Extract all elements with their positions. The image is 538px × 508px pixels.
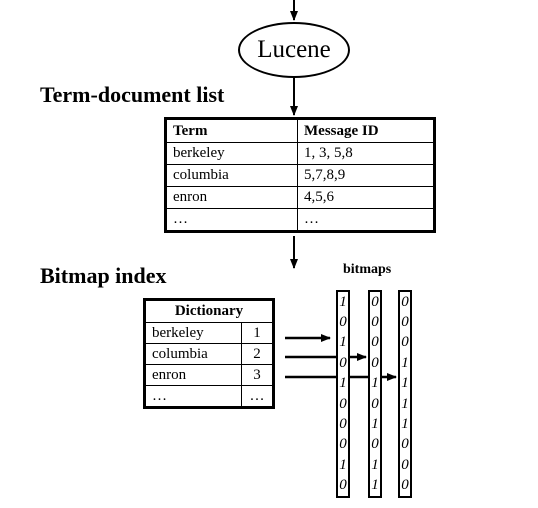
bit-cell: 1 bbox=[401, 416, 409, 433]
column-header-message-id: Message ID bbox=[297, 118, 435, 143]
bitmap-column-2: 0 0 0 0 1 0 1 0 1 1 bbox=[368, 290, 382, 498]
dictionary-id-cell: 1 bbox=[241, 322, 274, 344]
table-row: enron 4,5,6 bbox=[165, 186, 435, 209]
bit-cell: 0 bbox=[339, 477, 347, 494]
term-cell: columbia bbox=[165, 164, 298, 187]
dictionary-id-cell: 3 bbox=[241, 364, 274, 386]
table-row: columbia 5,7,8,9 bbox=[165, 164, 435, 187]
bit-cell: 1 bbox=[371, 375, 379, 392]
dictionary-id-cell: … bbox=[241, 385, 274, 408]
bitmap-index-heading: Bitmap index bbox=[40, 263, 167, 288]
table-row: … … bbox=[144, 385, 274, 408]
table-row: columbia 2 bbox=[144, 343, 274, 365]
table-header-row: Dictionary bbox=[144, 299, 274, 323]
table-row: enron 3 bbox=[144, 364, 274, 386]
dictionary-term-cell: columbia bbox=[144, 343, 242, 365]
term-cell: berkeley bbox=[165, 142, 298, 165]
bit-cell: 0 bbox=[401, 293, 409, 310]
message-id-cell: 4,5,6 bbox=[297, 186, 435, 209]
term-document-table: Term Message ID berkeley 1, 3, 5,8 colum… bbox=[164, 117, 436, 233]
dictionary-table: Dictionary berkeley 1 columbia 2 enron 3… bbox=[143, 298, 275, 409]
bit-cell: 1 bbox=[339, 375, 347, 392]
lucene-label: Lucene bbox=[257, 36, 331, 63]
bit-cell: 0 bbox=[339, 416, 347, 433]
bit-cell: 1 bbox=[339, 293, 347, 310]
lucene-node: Lucene bbox=[238, 22, 350, 78]
dictionary-term-cell: berkeley bbox=[144, 322, 242, 344]
bit-cell: 0 bbox=[339, 395, 347, 412]
bit-cell: 0 bbox=[371, 436, 379, 453]
bit-cell: 1 bbox=[401, 354, 409, 371]
dictionary-term-cell: … bbox=[144, 385, 242, 408]
bit-cell: 0 bbox=[401, 314, 409, 331]
dictionary-id-cell: 2 bbox=[241, 343, 274, 365]
bit-cell: 1 bbox=[371, 456, 379, 473]
bit-cell: 1 bbox=[401, 375, 409, 392]
bit-cell: 1 bbox=[371, 416, 379, 433]
column-header-term: Term bbox=[165, 118, 298, 143]
message-id-cell: … bbox=[297, 208, 435, 232]
bitmap-column-1: 1 0 1 0 1 0 0 0 1 0 bbox=[336, 290, 350, 498]
bit-cell: 0 bbox=[401, 334, 409, 351]
table-header-row: Term Message ID bbox=[165, 118, 435, 143]
bit-cell: 0 bbox=[401, 436, 409, 453]
dictionary-term-cell: enron bbox=[144, 364, 242, 386]
bit-cell: 0 bbox=[339, 354, 347, 371]
bit-cell: 0 bbox=[371, 293, 379, 310]
term-cell: … bbox=[165, 208, 298, 232]
bit-cell: 0 bbox=[339, 314, 347, 331]
table-row: berkeley 1 bbox=[144, 322, 274, 344]
bit-cell: 1 bbox=[339, 334, 347, 351]
bit-cell: 0 bbox=[371, 395, 379, 412]
bit-cell: 1 bbox=[339, 456, 347, 473]
term-cell: enron bbox=[165, 186, 298, 209]
bit-cell: 0 bbox=[339, 436, 347, 453]
bitmaps-label: bitmaps bbox=[343, 262, 392, 277]
bit-cell: 0 bbox=[401, 477, 409, 494]
bit-cell: 0 bbox=[371, 354, 379, 371]
bit-cell: 1 bbox=[371, 477, 379, 494]
term-document-heading: Term-document list bbox=[40, 82, 225, 107]
bit-cell: 0 bbox=[401, 456, 409, 473]
table-row: berkeley 1, 3, 5,8 bbox=[165, 142, 435, 165]
bit-cell: 0 bbox=[371, 314, 379, 331]
bit-cell: 1 bbox=[401, 395, 409, 412]
bit-cell: 0 bbox=[371, 334, 379, 351]
bitmap-column-3: 0 0 0 1 1 1 1 0 0 0 bbox=[398, 290, 412, 498]
message-id-cell: 1, 3, 5,8 bbox=[297, 142, 435, 165]
dictionary-header: Dictionary bbox=[144, 299, 274, 323]
message-id-cell: 5,7,8,9 bbox=[297, 164, 435, 187]
table-row: … … bbox=[165, 208, 435, 232]
